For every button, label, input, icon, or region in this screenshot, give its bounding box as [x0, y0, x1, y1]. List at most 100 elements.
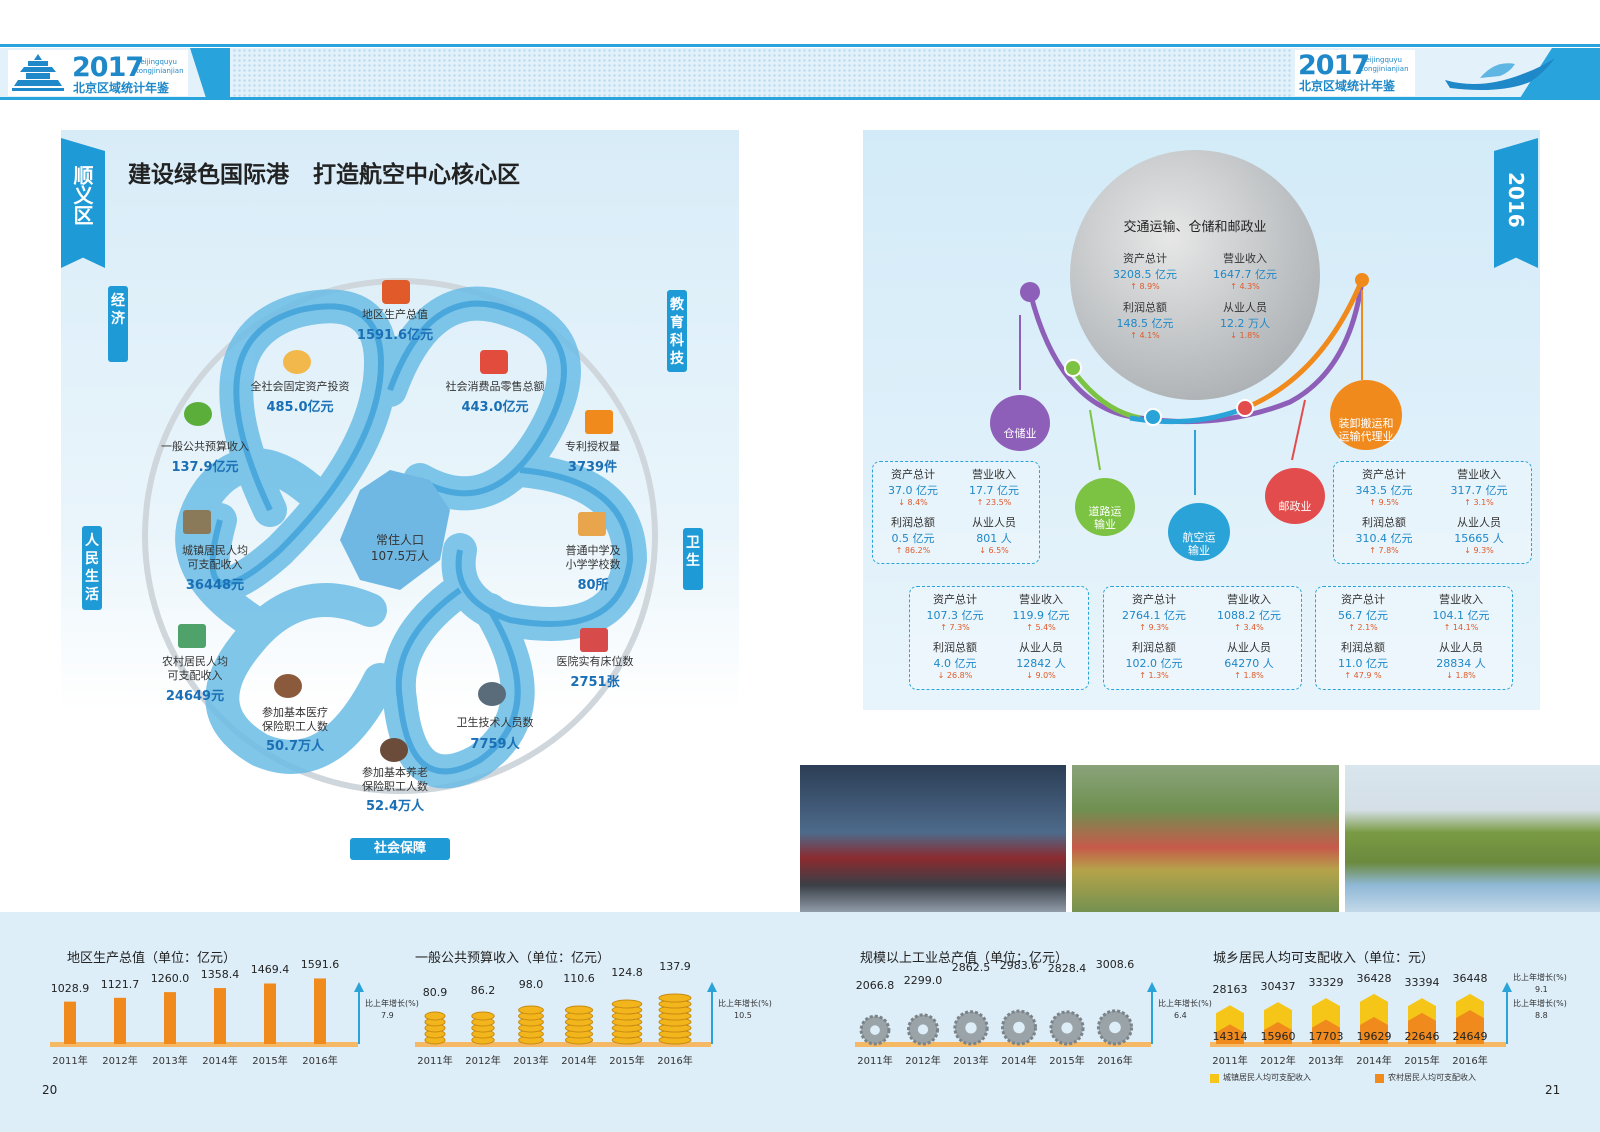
main-employees-key: 从业人员 — [1223, 301, 1267, 314]
people-icon — [274, 674, 302, 698]
coin-stack — [471, 1011, 495, 1021]
main-employees-value: 12.2 万人 — [1220, 317, 1270, 330]
year-tick-label: 2012年 — [905, 1056, 941, 1067]
box-growth: ↑ 1.3% — [1139, 671, 1169, 680]
growth-label: 比上年增长(%) — [365, 999, 419, 1008]
chart-title-income: 城乡居民人均可支配收入（单位：元） — [1213, 951, 1435, 966]
yearbook-year: 2017 — [72, 52, 144, 83]
yearbook-sub2: tongjinianjian — [136, 67, 184, 75]
chart-axis-band — [1210, 1042, 1506, 1047]
item-value-budget-revenue: 137.9亿元 — [171, 460, 239, 475]
year-tick-label: 2013年 — [1308, 1056, 1344, 1067]
year-tick-label: 2012年 — [102, 1056, 138, 1067]
chart-axis-band — [415, 1042, 711, 1047]
box-key: 营业收入 — [1019, 593, 1063, 606]
value-label-urban: 33394 — [1404, 976, 1440, 990]
photo-car — [800, 765, 1066, 915]
box-growth: ↑ 1.8% — [1234, 671, 1264, 680]
main-assets-growth: ↑ 8.9% — [1130, 282, 1160, 291]
bar-rural-income — [1312, 1019, 1340, 1044]
yearbook-sub2-right: tongjinianjian — [1361, 65, 1409, 73]
value-label: 98.0 — [518, 978, 544, 992]
house-icon — [178, 624, 206, 648]
box-value: 107.3 亿元 — [926, 609, 984, 622]
main-employees-growth: ↓ 1.8% — [1230, 331, 1260, 340]
value-label-rural: 22646 — [1404, 1030, 1440, 1043]
chart-bar — [164, 992, 176, 1044]
box-key: 从业人员 — [972, 516, 1016, 529]
label-economy: 经济 — [108, 286, 128, 362]
box-value: 0.5 亿元 — [891, 532, 935, 545]
bubble-road-transport: 道路运 输业 — [1075, 478, 1135, 536]
box-value: 310.4 亿元 — [1355, 532, 1413, 545]
main-revenue-value: 1647.7 亿元 — [1213, 268, 1277, 281]
label-social-security: 社会保障 — [350, 838, 450, 860]
dragon-boat-icon — [1445, 58, 1555, 90]
year-tick-label: 2015年 — [609, 1056, 645, 1067]
gdp-icon — [382, 280, 410, 304]
box-key: 从业人员 — [1457, 516, 1501, 529]
box-value: 64270 人 — [1224, 657, 1274, 670]
hospital-bed-icon — [580, 628, 608, 652]
item-value-hospital-beds: 2751张 — [570, 675, 620, 690]
value-label: 1028.9 — [50, 981, 90, 995]
growth-label: 比上年增长(%) — [1513, 973, 1567, 982]
value-label: 110.6 — [563, 972, 595, 986]
item-label-hospital-beds: 医院实有床位数 — [556, 655, 634, 668]
box-key: 营业收入 — [1457, 468, 1501, 481]
growth-label: 比上年增长(%) — [718, 999, 772, 1008]
box-key: 从业人员 — [1227, 641, 1271, 654]
chart-bar — [64, 1001, 76, 1044]
value-label: 2299.0 — [903, 973, 943, 987]
main-profit-growth: ↑ 4.1% — [1130, 331, 1160, 340]
main-revenue-growth: ↑ 4.3% — [1230, 282, 1260, 291]
value-label: 80.9 — [422, 986, 448, 1000]
box-key: 资产总计 — [1362, 468, 1406, 481]
value-label: 1358.4 — [200, 968, 240, 982]
value-label-rural: 24649 — [1452, 1030, 1488, 1043]
box-value: 801 人 — [976, 532, 1012, 545]
year-tick-label: 2012年 — [465, 1056, 501, 1067]
chart-title-budget: 一般公共预算收入（单位：亿元） — [415, 951, 611, 966]
value-label-urban: 28163 — [1212, 983, 1248, 997]
growth-value: 6.4 — [1174, 1011, 1187, 1020]
box-growth: ↓ 8.4% — [898, 498, 928, 507]
item-label-patents: 专利授权量 — [565, 440, 620, 453]
box-growth: ↑ 86.2% — [895, 546, 931, 555]
box-key: 从业人员 — [1019, 641, 1063, 654]
item-label-rural-income: 农村居民人均 可支配收入 — [162, 655, 228, 682]
yearbook-sub1: beijingquyu — [136, 58, 177, 66]
box-value: 2764.1 亿元 — [1122, 609, 1186, 622]
label-education: 教育科技 — [667, 290, 687, 372]
box-growth: ↑ 9.3% — [1139, 623, 1169, 632]
header-logo-left: 2017 beijingquyu tongjinianjian 北京区域统计年鉴 — [8, 50, 188, 96]
year-tick-label: 2011年 — [1212, 1056, 1248, 1067]
gear-hole — [1109, 1021, 1121, 1034]
bar-rural-income — [1360, 1017, 1388, 1044]
item-label-budget-revenue: 一般公共预算收入 — [161, 440, 249, 453]
year-tick-label: 2016年 — [1097, 1056, 1133, 1067]
headline: 建设绿色国际港 打造航空中心核心区 — [128, 162, 521, 188]
bubble-warehouse: 仓储业 — [990, 395, 1050, 451]
box-value: 343.5 亿元 — [1355, 484, 1413, 497]
center-label: 常住人口 — [375, 533, 424, 547]
page-number-right: 21 — [1545, 1083, 1561, 1097]
growth-value-rural: 8.8 — [1535, 1011, 1548, 1020]
box-value: 15665 人 — [1454, 532, 1504, 545]
year-tick-label: 2013年 — [953, 1056, 989, 1067]
legend-swatch-rural — [1375, 1074, 1384, 1083]
item-label-gdp: 地区生产总值 — [362, 308, 428, 321]
coin-stack — [564, 1005, 594, 1015]
value-label-rural: 19629 — [1356, 1030, 1392, 1043]
box-value: 104.1 亿元 — [1432, 609, 1490, 622]
year-tick-label: 2014年 — [1356, 1056, 1392, 1067]
value-label: 137.9 — [659, 959, 691, 973]
box-value: 4.0 亿元 — [933, 657, 977, 670]
center-value: 107.5万人 — [370, 549, 430, 563]
item-label-pension-insurance: 参加基本养老 保险职工人数 — [362, 766, 428, 793]
item-label-schools: 普通中学及 小学学校数 — [565, 544, 621, 571]
item-label-medical-insurance: 参加基本医疗 保险职工人数 — [262, 706, 328, 733]
item-value-gdp: 1591.6亿元 — [356, 328, 434, 343]
